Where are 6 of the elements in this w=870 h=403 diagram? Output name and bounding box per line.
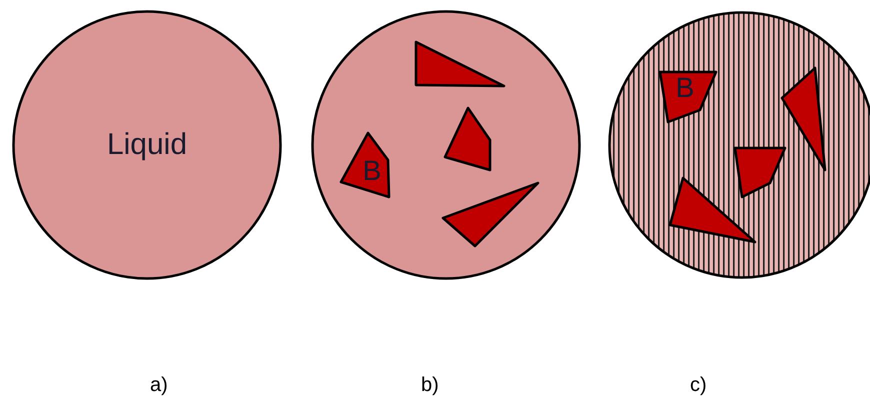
panel-label: c) — [690, 374, 707, 397]
panel-label: b) — [421, 374, 439, 397]
panel-label: a) — [150, 374, 168, 397]
crystal-label: B — [676, 74, 694, 102]
phase-label: Liquid — [106, 130, 188, 160]
crystal-label: B — [362, 157, 382, 185]
